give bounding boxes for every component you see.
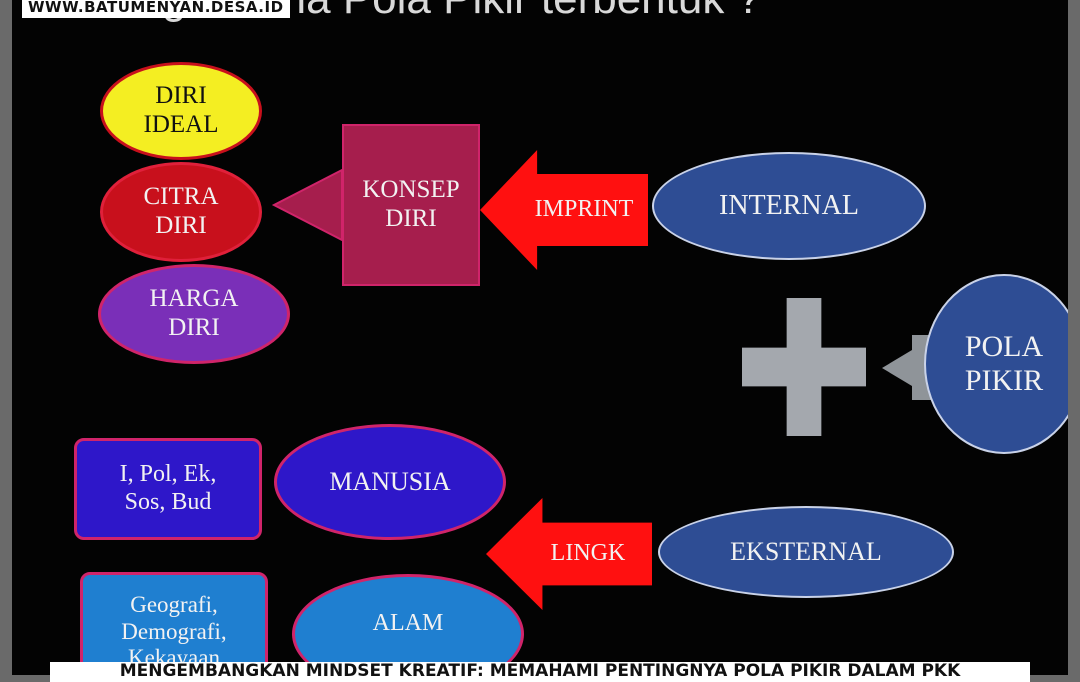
node-internal-label: INTERNAL <box>719 189 859 221</box>
site-watermark: WWW.BATUMENYAN.DESA.ID <box>22 0 290 18</box>
node-konsep-diri: KONSEP DIRI <box>342 124 480 286</box>
node-konsep-diri-label: KONSEP DIRI <box>362 176 460 232</box>
node-pola-pikir-label: POLA PIKIR <box>964 329 1044 398</box>
node-harga-diri-label: HARGA DIRI <box>149 285 239 341</box>
node-geografi-label: Geografi, Demografi, Kekayaan <box>121 592 227 671</box>
arrow-lingk-label: LINGK <box>550 540 626 567</box>
node-manusia-label: MANUSIA <box>329 467 451 497</box>
arrow-imprint-label: IMPRINT <box>534 196 634 223</box>
slide: Bagaimana Pola Pikir terbentuk ? DIRI ID… <box>12 0 1068 675</box>
node-geografi: Geografi, Demografi, Kekayaan <box>80 572 268 675</box>
node-diri-ideal-label: DIRI IDEAL <box>143 82 219 138</box>
node-ipoleksosbud-label: I, Pol, Ek, Sos, Bud <box>119 461 217 515</box>
node-citra-diri: CITRA DIRI <box>100 162 262 262</box>
node-manusia: MANUSIA <box>274 424 506 540</box>
node-eksternal: EKSTERNAL <box>658 506 954 598</box>
node-pola-pikir: POLA PIKIR <box>924 274 1068 454</box>
node-ipoleksosbud: I, Pol, Ek, Sos, Bud <box>74 438 262 540</box>
node-internal: INTERNAL <box>652 152 926 260</box>
caption-banner: MENGEMBANGKAN MINDSET KREATIF: MEMAHAMI … <box>50 662 1030 682</box>
node-harga-diri: HARGA DIRI <box>98 264 290 364</box>
node-diri-ideal: DIRI IDEAL <box>100 62 262 160</box>
node-alam: ALAM <box>292 574 524 675</box>
node-citra-diri-label: CITRA DIRI <box>143 183 219 239</box>
node-eksternal-label: EKSTERNAL <box>730 537 882 567</box>
node-alam-label: ALAM <box>372 610 444 637</box>
konsep-diri-arrow <box>271 168 343 242</box>
